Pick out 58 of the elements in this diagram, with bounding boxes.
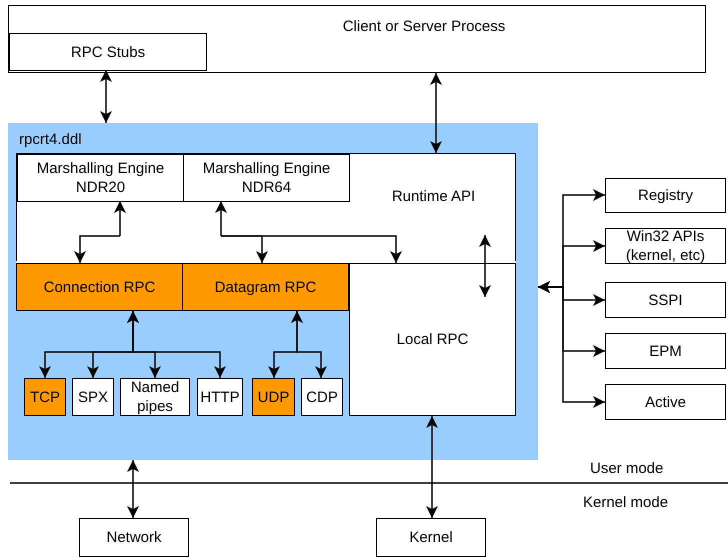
process-box — [8, 5, 706, 73]
arrow — [426, 416, 438, 518]
component-box — [376, 518, 486, 557]
component-box — [252, 378, 295, 416]
node-label: Marshalling Engine NDR64 — [202, 159, 332, 197]
node-label: CDP — [306, 388, 338, 406]
component-box — [605, 282, 726, 318]
node-label: TCP — [30, 388, 60, 406]
node-label: SSPI — [648, 290, 683, 310]
arrow — [430, 73, 442, 153]
arrow — [538, 281, 605, 408]
node-label: rpcrt4.ddl — [19, 130, 82, 150]
node-label: SPX — [78, 388, 108, 406]
arrow — [127, 460, 139, 518]
component-box — [16, 153, 516, 261]
node-label: HTTP — [200, 388, 240, 406]
arrow — [74, 235, 120, 263]
node-label: Active — [645, 392, 686, 412]
component-box — [9, 33, 207, 71]
node-label: Kernel — [409, 528, 453, 547]
mode-label: Kernel mode — [583, 493, 668, 513]
component-box — [605, 333, 726, 369]
component-box — [24, 378, 66, 416]
node-label: EPM — [649, 342, 682, 360]
node-label: Runtime API — [390, 187, 476, 207]
node-label: Client or Server Process — [342, 17, 506, 37]
component-box — [301, 378, 343, 416]
arrow — [114, 201, 126, 236]
component-box — [605, 384, 726, 420]
library-region — [8, 123, 538, 460]
component-box — [183, 154, 350, 202]
component-box — [182, 263, 349, 311]
arrow — [221, 235, 402, 263]
node-label: Local RPC — [396, 330, 468, 349]
node-label: RPC Stubs — [70, 42, 146, 62]
component-box — [197, 378, 243, 416]
node-label: Connection RPC — [44, 278, 156, 296]
node-label: Registry — [638, 186, 693, 205]
arrow — [479, 235, 491, 297]
node-label: Win32 APIs (kernel, etc) — [624, 227, 706, 265]
node-label: Marshalling Engine NDR20 — [36, 159, 166, 197]
component-box — [605, 228, 726, 264]
component-box — [17, 154, 184, 202]
component-box — [72, 378, 114, 416]
component-box — [349, 263, 516, 416]
node-label: UDP — [258, 388, 290, 406]
arrow — [291, 311, 327, 378]
mode-label: User mode — [590, 459, 664, 479]
component-box — [605, 178, 726, 213]
component-box — [79, 518, 189, 557]
node-label: Network — [106, 528, 162, 547]
arrow — [100, 70, 112, 123]
component-box — [120, 378, 190, 416]
arrow — [127, 311, 226, 378]
component-box — [16, 263, 183, 311]
arrow — [215, 201, 227, 236]
node-label: Datagram RPC — [214, 278, 316, 296]
node-label: Named pipes — [130, 378, 180, 416]
